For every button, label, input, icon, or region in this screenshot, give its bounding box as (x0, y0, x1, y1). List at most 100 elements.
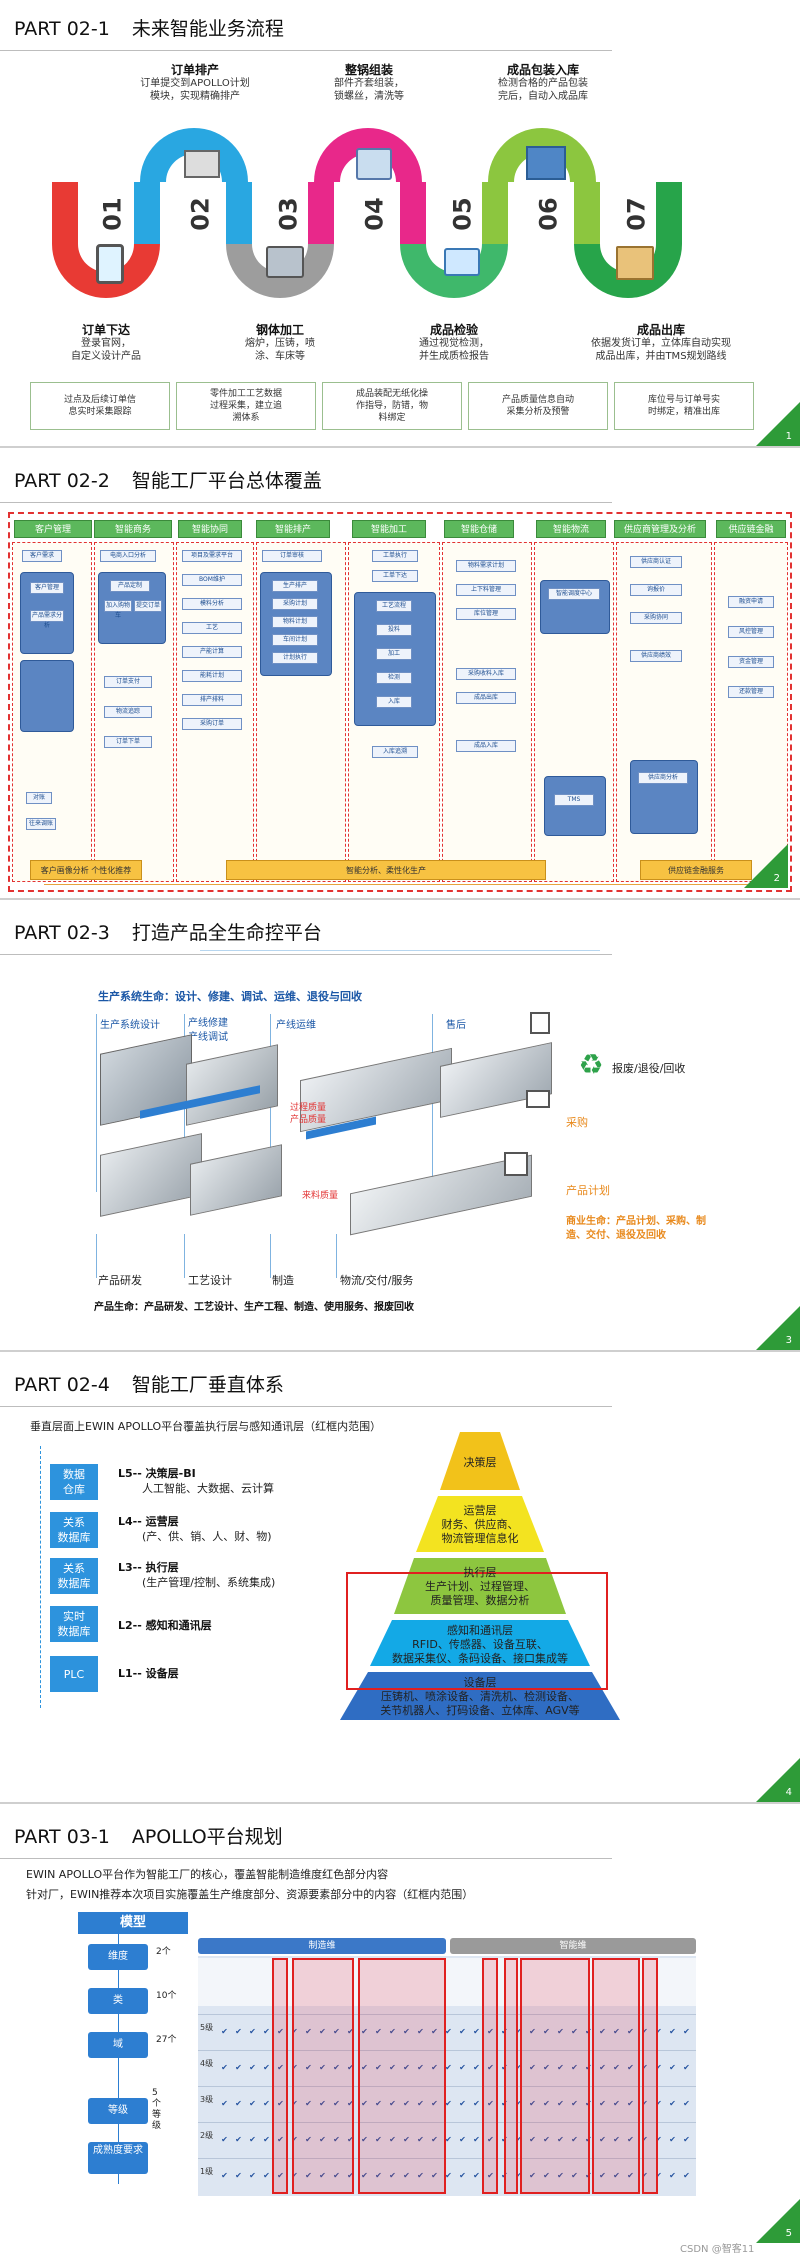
level-check-icon: ✔ (277, 2027, 284, 2036)
btn-maturity: 成熟度要求 (88, 2142, 148, 2174)
printer-icon (184, 150, 220, 178)
level-check-icon: ✔ (375, 2099, 382, 2108)
red-range-box (346, 1572, 608, 1690)
level-check-icon: ✔ (249, 2027, 256, 2036)
level-check-icon: ✔ (655, 2171, 662, 2180)
level-check-icon: ✔ (613, 2063, 620, 2072)
level-check-icon: ✔ (627, 2027, 634, 2036)
red-range-5 (504, 1958, 518, 2194)
level-check-icon: ✔ (613, 2099, 620, 2108)
btn-domain: 域 (88, 2032, 148, 2058)
header-supplier: 供应商管理及分析 (614, 520, 706, 538)
level-check-icon: ✔ (221, 2027, 228, 2036)
pyramid-l2 (370, 1620, 590, 1666)
grid-header (198, 1958, 696, 2006)
level-check-icon: ✔ (361, 2063, 368, 2072)
level-check-icon: ✔ (235, 2099, 242, 2108)
btn-class: 类 (88, 1988, 148, 2014)
level-check-icon: ✔ (627, 2063, 634, 2072)
level-check-icon: ✔ (459, 2027, 466, 2036)
page-corner: 4 (756, 1758, 800, 1802)
level-check-icon: ✔ (347, 2027, 354, 2036)
step-06-name: 成品包装入库 (506, 63, 579, 77)
level-check-icon: ✔ (347, 2171, 354, 2180)
vertical-subtitle: 垂直层面上EWIN APOLLO平台覆盖执行层与感知通讯层（红框内范围） (30, 1420, 382, 1433)
header-finance: 供应链金融 (716, 520, 786, 538)
bottom-bar-finance: 供应链金融服务 (640, 860, 752, 880)
level-check-icon: ✔ (459, 2063, 466, 2072)
level-check-icon: ✔ (515, 2027, 522, 2036)
inspection-icon (444, 248, 480, 276)
level-check-icon: ✔ (347, 2063, 354, 2072)
level-check-icon: ✔ (389, 2135, 396, 2144)
level-check-icon: ✔ (319, 2063, 326, 2072)
machine-icon (266, 246, 304, 278)
level-check-icon: ✔ (263, 2099, 270, 2108)
level-check-icon: ✔ (235, 2063, 242, 2072)
level-check-icon: ✔ (291, 2099, 298, 2108)
level-check-icon: ✔ (669, 2171, 676, 2180)
level-row-label: 2级 (200, 2131, 214, 2140)
phone-icon (96, 244, 124, 284)
level-check-icon: ✔ (375, 2027, 382, 2036)
level-check-icon: ✔ (641, 2099, 648, 2108)
phone-side-icon (530, 1012, 550, 1034)
level-check-icon: ✔ (431, 2099, 438, 2108)
level-check-icon: ✔ (333, 2135, 340, 2144)
level-check-icon: ✔ (221, 2063, 228, 2072)
level-check-icon: ✔ (683, 2135, 690, 2144)
level-row-label: 3级 (200, 2095, 214, 2104)
red-range-8 (642, 1958, 658, 2194)
level-check-icon: ✔ (655, 2099, 662, 2108)
btn-dimension: 维度 (88, 1944, 148, 1970)
level-check-icon: ✔ (403, 2027, 410, 2036)
level-check-icon: ✔ (445, 2027, 452, 2036)
level-check-icon: ✔ (655, 2135, 662, 2144)
level-check-icon: ✔ (249, 2171, 256, 2180)
level-check-icon: ✔ (417, 2171, 424, 2180)
level-check-icon: ✔ (473, 2063, 480, 2072)
pyramid (340, 1432, 620, 1720)
step-02-name: 订单排产 (170, 63, 219, 77)
level-check-icon: ✔ (221, 2099, 228, 2108)
level-check-icon: ✔ (263, 2027, 270, 2036)
header-commerce: 智能商务 (94, 520, 172, 538)
level-check-icon: ✔ (235, 2171, 242, 2180)
level-check-icon: ✔ (473, 2027, 480, 2036)
level-check-icon: ✔ (655, 2063, 662, 2072)
header-warehouse: 智能仓储 (444, 520, 514, 538)
level-check-icon: ✔ (599, 2063, 606, 2072)
step-05-name: 成品检验 (429, 323, 478, 337)
level-check-icon: ✔ (459, 2171, 466, 2180)
level-check-icon: ✔ (669, 2027, 676, 2036)
level-check-icon: ✔ (403, 2063, 410, 2072)
level-check-icon: ✔ (347, 2135, 354, 2144)
level-check-icon: ✔ (613, 2027, 620, 2036)
level-check-icon: ✔ (305, 2171, 312, 2180)
level-check-icon: ✔ (333, 2063, 340, 2072)
dim-manufacture: 制造维 (198, 1938, 446, 1954)
level-check-icon: ✔ (627, 2135, 634, 2144)
level-check-icon: ✔ (361, 2099, 368, 2108)
step-no-06: 06 (534, 197, 563, 231)
assembly-icon (356, 148, 392, 180)
level-check-icon: ✔ (249, 2063, 256, 2072)
red-range-2 (292, 1958, 354, 2194)
level-check-icon: ✔ (389, 2063, 396, 2072)
pyramid-l4 (416, 1496, 544, 1552)
level-check-icon: ✔ (291, 2135, 298, 2144)
level-check-icon: ✔ (347, 2099, 354, 2108)
level-check-icon: ✔ (487, 2027, 494, 2036)
level-check-icon: ✔ (557, 2171, 564, 2180)
level-check-icon: ✔ (557, 2135, 564, 2144)
level-check-icon: ✔ (529, 2063, 536, 2072)
chevron-3: 成品装配无纸化操作指导，防错，物料绑定 (322, 382, 462, 430)
level-check-icon: ✔ (683, 2027, 690, 2036)
red-range-6 (520, 1958, 590, 2194)
level-check-icon: ✔ (305, 2027, 312, 2036)
level-check-icon: ✔ (305, 2135, 312, 2144)
